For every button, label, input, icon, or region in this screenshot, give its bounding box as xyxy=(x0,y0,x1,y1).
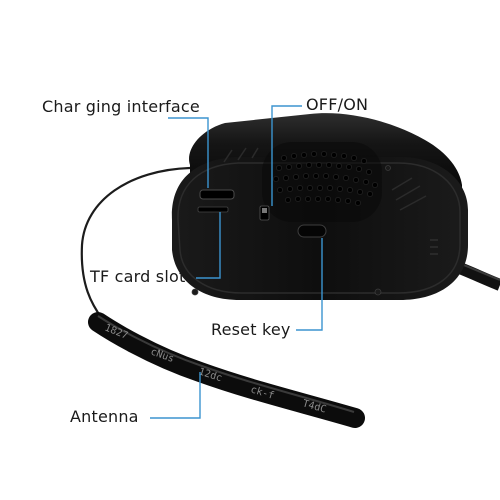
callout-line-reset xyxy=(296,238,323,331)
callout-line-antenna xyxy=(150,372,201,419)
callout-line-offon xyxy=(271,105,302,206)
speaker-grille xyxy=(262,142,382,222)
label-off-on: OFF/ON xyxy=(306,95,369,114)
callout-line-charging xyxy=(168,117,209,188)
label-charging-interface: Char ging interface xyxy=(42,97,200,116)
camera-device xyxy=(171,113,468,300)
vent-grooves xyxy=(223,147,427,211)
tf-card-slot xyxy=(197,206,229,213)
label-antenna: Antenna xyxy=(70,407,139,426)
right-vent xyxy=(430,239,438,255)
reset-key xyxy=(297,224,327,238)
callout-line-tf xyxy=(196,212,221,279)
charging-port xyxy=(199,189,235,200)
label-tf-card-slot: TF card slot xyxy=(90,267,186,286)
callout-lines xyxy=(150,105,323,419)
screws xyxy=(191,165,391,296)
antenna-wire xyxy=(80,166,191,321)
label-reset-key: Reset key xyxy=(211,320,291,339)
